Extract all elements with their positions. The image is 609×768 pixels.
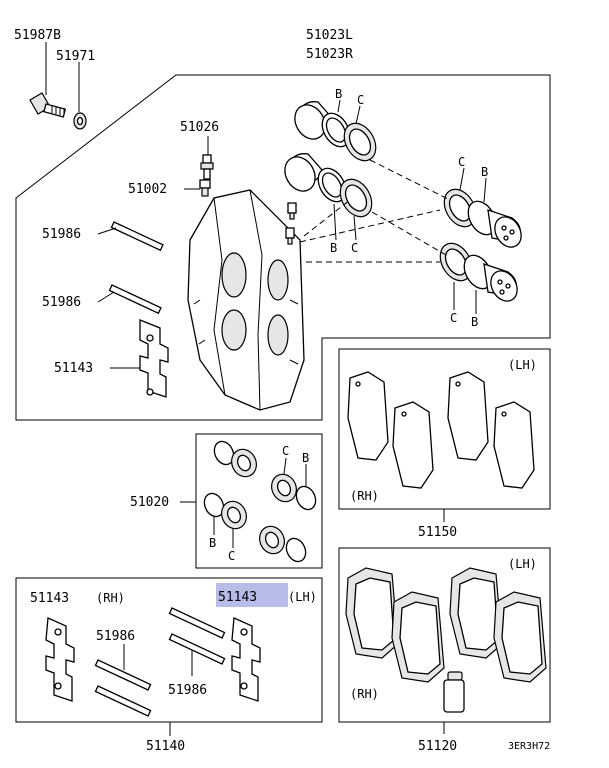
dust-seal-b-upper[interactable] [317, 108, 356, 151]
side-label-rh-51120: (RH) [350, 687, 379, 701]
seal-marker-c-1: C [357, 93, 364, 107]
seal-marker-b-2: B [330, 241, 337, 255]
pad-pin-lower-1[interactable] [94, 659, 152, 691]
side-label-rh-51150: (RH) [350, 489, 379, 503]
pad-clip-upper[interactable] [139, 319, 169, 398]
seal-marker-b-1: B [335, 87, 342, 101]
brake-pad-rh-outer-51150[interactable] [347, 371, 389, 461]
label-51987b[interactable]: 51987B [14, 28, 61, 43]
assembly-line-1 [369, 159, 451, 201]
side-label-lh-51150: (LH) [508, 358, 537, 372]
pad-clip-lh[interactable] [231, 617, 261, 702]
label-51120[interactable]: 51120 [418, 739, 457, 754]
piston-right-upper[interactable] [487, 209, 526, 252]
bleeder-screw-51026[interactable] [200, 154, 214, 180]
piston-lower-left[interactable] [279, 151, 323, 196]
label-51986-upper-2[interactable]: 51986 [42, 295, 81, 310]
washer-51971[interactable] [73, 112, 87, 130]
pad-clip-rh[interactable] [45, 617, 75, 702]
brake-pad-rh-outer-51120[interactable] [345, 567, 399, 659]
label-51150[interactable]: 51150 [418, 525, 457, 540]
brake-pad-rh-inner-51150[interactable] [392, 401, 434, 489]
brake-pad-lh-inner-51150[interactable] [493, 401, 535, 489]
brake-pad-rh-inner-51120[interactable] [391, 591, 445, 683]
seal-marker-c-3: C [458, 155, 465, 169]
assembly-line-3 [299, 209, 441, 243]
seal-marker-c-2: C [351, 241, 358, 255]
seal-marker-b-6: B [209, 536, 216, 550]
pad-pin-upper-1[interactable] [110, 221, 164, 252]
label-51020[interactable]: 51020 [130, 495, 169, 510]
brake-pad-lh-inner-51120[interactable] [493, 591, 547, 683]
label-51986-lower-1[interactable]: 51986 [96, 629, 135, 644]
brake-pad-lh-outer-51150[interactable] [447, 371, 489, 461]
caliper-body[interactable] [187, 189, 305, 411]
seal-kit-51020[interactable] [201, 438, 319, 564]
seal-kit-frame [195, 433, 323, 569]
side-label-lh-51143: (LH) [288, 590, 317, 604]
piston-right-lower[interactable] [483, 263, 522, 306]
label-51023l[interactable]: 51023L [306, 28, 353, 43]
diagram-code: 3ER3H72 [508, 741, 550, 752]
assembly-line-5 [303, 199, 351, 237]
label-51971[interactable]: 51971 [56, 49, 95, 64]
label-51023r[interactable]: 51023R [306, 47, 353, 62]
pad-pin-lower-2[interactable] [94, 685, 152, 717]
bolt-51987b[interactable] [29, 92, 67, 118]
label-51143-lh[interactable]: 51143 [218, 590, 257, 605]
pin-clip-kit-frame [15, 577, 323, 723]
caliper-nipple-1 [287, 202, 297, 220]
dust-seal-b-lower[interactable] [313, 163, 352, 206]
seal-marker-b-4: B [471, 315, 478, 329]
assembly-line-2 [371, 211, 447, 256]
grease-packet[interactable] [443, 671, 465, 713]
piston-seal-c-right-upper[interactable] [438, 184, 482, 233]
bleeder-cap-51002[interactable] [199, 179, 211, 197]
caliper-nipple-2 [285, 227, 295, 245]
selected-part-highlight [216, 583, 288, 607]
label-51986-upper-1[interactable]: 51986 [42, 227, 81, 242]
pad-pin-lower-3[interactable] [168, 607, 226, 639]
pad-pin-lower-4[interactable] [168, 633, 226, 665]
brake-pad-lh-outer-51120[interactable] [449, 567, 503, 659]
label-51026[interactable]: 51026 [180, 120, 219, 135]
piston-seal-c-lower[interactable] [334, 174, 378, 223]
seal-marker-c-4: C [450, 311, 457, 325]
caliper-assembly-frame [15, 74, 551, 421]
piston-seal-c-right-lower[interactable] [434, 238, 478, 287]
piston-seal-c-upper[interactable] [338, 118, 382, 167]
pad-pin-upper-2[interactable] [108, 284, 162, 315]
label-51143-upper[interactable]: 51143 [54, 361, 93, 376]
side-label-lh-51120: (LH) [508, 557, 537, 571]
label-51143-rh[interactable]: 51143 [30, 591, 69, 606]
label-51986-lower-2[interactable]: 51986 [168, 683, 207, 698]
label-51140[interactable]: 51140 [146, 739, 185, 754]
seal-marker-b-3: B [481, 165, 488, 179]
label-51002[interactable]: 51002 [128, 182, 167, 197]
seal-marker-c-6: C [228, 549, 235, 563]
seal-marker-b-5: B [302, 451, 309, 465]
side-label-rh-51143: (RH) [96, 591, 125, 605]
seal-marker-c-5: C [282, 444, 289, 458]
